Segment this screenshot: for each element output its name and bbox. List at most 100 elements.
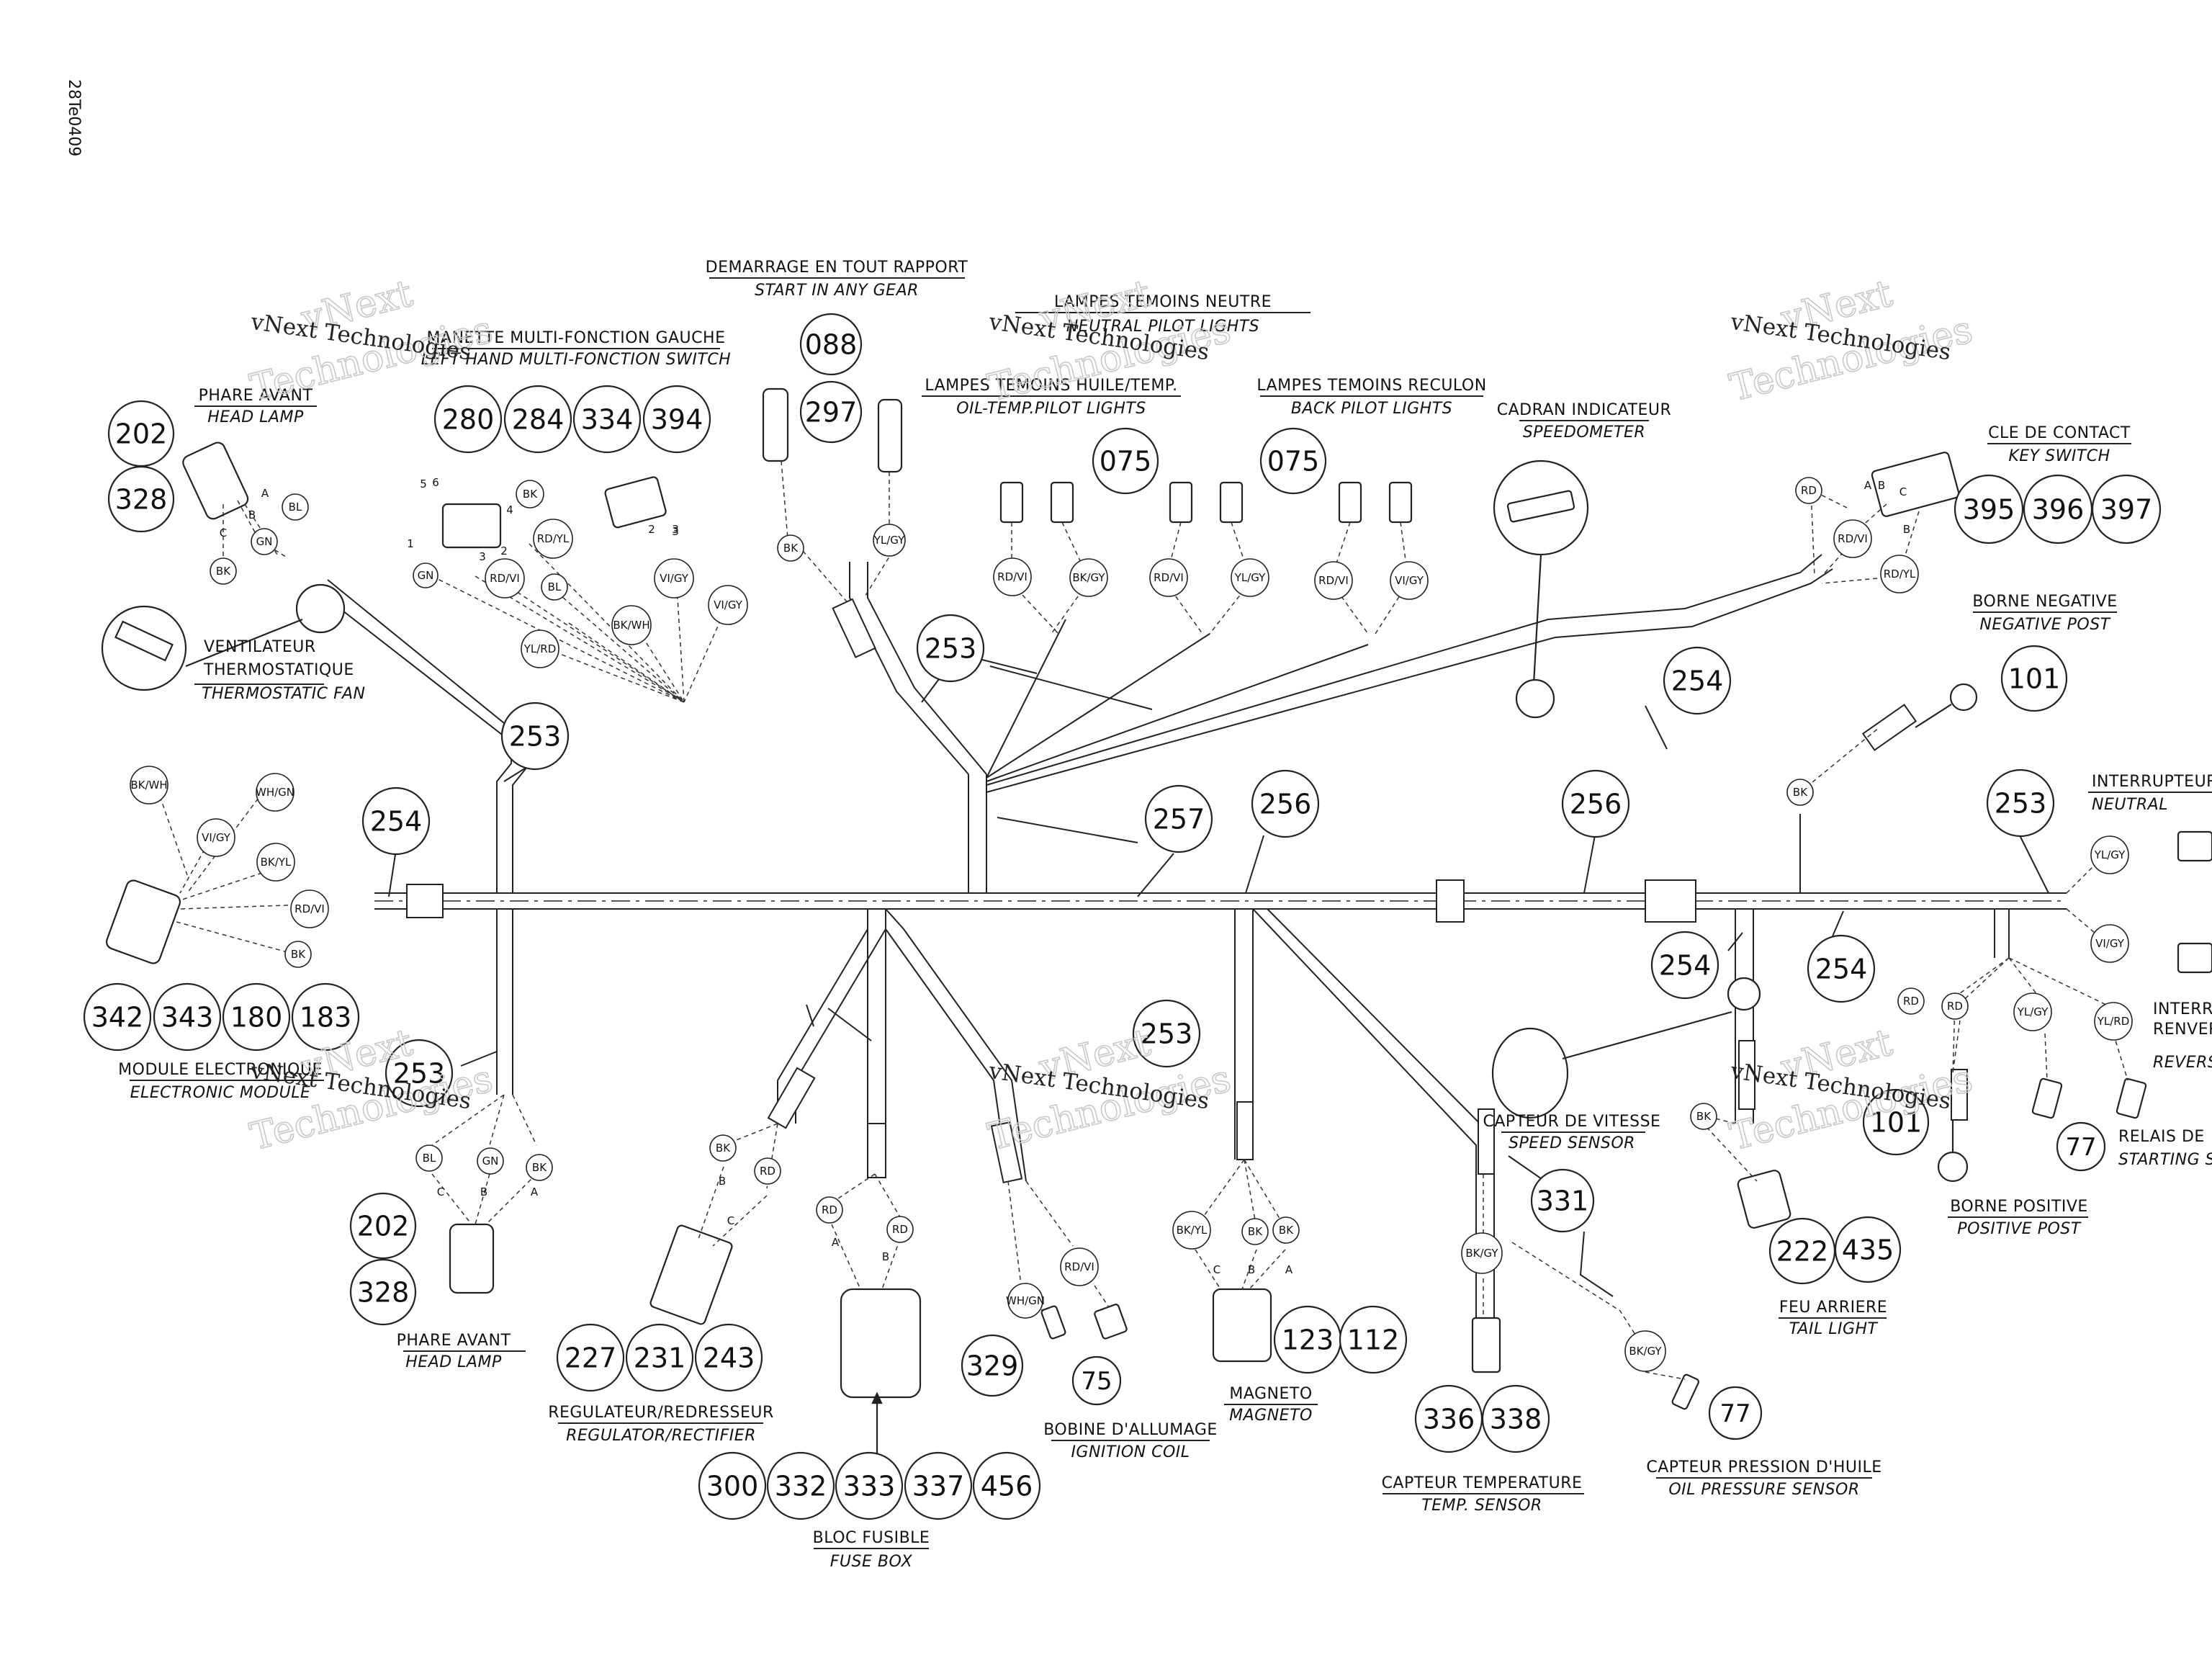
part-number-circle (799, 313, 863, 376)
part-number-circle (1954, 474, 2024, 544)
part-number: 101 (2000, 645, 2068, 712)
part-number-circle (1650, 931, 1719, 1000)
part-number-circle (572, 385, 642, 454)
wire-color-label: BK (1272, 1216, 1300, 1244)
pin-letter: B (719, 1175, 726, 1188)
part-number-text: 256 (1259, 789, 1312, 820)
part-number: 088 (799, 313, 863, 376)
part-number-circle (698, 1451, 767, 1520)
part-number-text: 329 (966, 1350, 1019, 1382)
part-number-text: 333 (843, 1471, 896, 1502)
wire-color-text: BK (1696, 1110, 1712, 1123)
part-number-text: 328 (115, 484, 168, 516)
wire-color-circle (256, 773, 295, 812)
wire-color-label: YL/RD (521, 629, 559, 668)
part-number: 342 (83, 982, 152, 1052)
component-label-fr: MANETTE MULTI-FONCTION GAUCHE (427, 329, 726, 347)
pin-letter: B (1878, 479, 1885, 492)
tail-light-connector (1737, 1170, 1791, 1229)
part-number-text: 254 (1659, 950, 1712, 982)
wire-color-label: RD/VI (1060, 1247, 1099, 1286)
part-number-text: 256 (1570, 789, 1622, 820)
wire-color-label: BK (210, 557, 237, 585)
wire-color-circle (1624, 1330, 1666, 1372)
wire-color-label: VI/GY (197, 818, 235, 857)
wire-color-circle (1880, 555, 1919, 593)
part-number-text: 253 (1995, 788, 2047, 820)
component-label-fr: CADRAN INDICATEUR (1497, 401, 1672, 419)
wire-color-circle (1241, 1218, 1269, 1245)
part-number-text: 180 (230, 1002, 283, 1034)
part-number-circle (972, 1451, 1041, 1520)
part-number: 328 (107, 465, 175, 533)
component-label-en: FUSE BOX (830, 1553, 913, 1571)
wire-color-text: RD/VI (490, 572, 520, 585)
wire-color-label: GN (413, 562, 439, 588)
component-label-en: NEGATIVE POST (1979, 616, 2110, 634)
part-number: 253 (916, 614, 985, 683)
wire-color-circle (413, 562, 439, 588)
wire-color-text: BK (716, 1142, 731, 1155)
wire-color-label: BK/WH (611, 605, 652, 645)
document-code: 28Te0409 (65, 79, 83, 156)
component-label-en: NEUTRAL (2092, 796, 2168, 814)
wire-color-text: VI/GY (714, 599, 743, 611)
wire-color-label: BK/YL (256, 843, 295, 882)
wire-color-label: RD (816, 1196, 843, 1224)
part-number-circle (694, 1323, 763, 1392)
wire-color-text: WH/GN (1006, 1294, 1045, 1307)
part-number: 328 (349, 1258, 417, 1326)
part-number-text: 075 (1267, 446, 1320, 478)
wire-color-circle (816, 1196, 843, 1224)
wire-color-text: BK (1248, 1225, 1263, 1238)
wire-color-text: RD/VI (1318, 574, 1349, 587)
part-number-text: 101 (2008, 663, 2061, 695)
wire-color-circle (1795, 477, 1822, 504)
part-number: 180 (222, 982, 291, 1052)
component-label-en: NEUTRAL PILOT LIGHTS (1066, 318, 1259, 336)
part-number: 338 (1481, 1384, 1550, 1453)
component-label-fr: REGULATEUR/REDRESSEUR (548, 1404, 774, 1422)
part-number-text: 435 (1842, 1234, 1894, 1266)
part-number-text: 284 (512, 404, 565, 436)
part-number-text: 112 (1347, 1324, 1400, 1356)
part-number-text: 253 (1141, 1018, 1193, 1050)
wire-color-circle (1007, 1283, 1043, 1319)
wire-color-circle (526, 1154, 553, 1181)
wire-color-circle (2013, 992, 2052, 1031)
wire-color-label: YL/GY (1231, 558, 1269, 597)
part-number: 297 (799, 380, 863, 444)
wire-color-label: RD/VI (1833, 519, 1872, 558)
component-label-fr: MAGNETO (1229, 1385, 1312, 1403)
part-number-text: 394 (651, 404, 703, 436)
wire-color-circle (282, 493, 309, 521)
wire-color-label: VI/GY (654, 558, 694, 599)
component-label-fr: PHARE AVANT (397, 1332, 511, 1350)
part-number-circle (153, 982, 222, 1052)
part-number-circle (1708, 1386, 1763, 1440)
wire-color-label: VI/GY (708, 585, 748, 625)
component-label-fr: FEU ARRIERE (1779, 1299, 1887, 1317)
wire-color-label: BK (1786, 779, 1814, 806)
part-number-text: 456 (981, 1471, 1033, 1502)
wire-color-label: YL/GY (2090, 835, 2129, 874)
component-label-en: BACK PILOT LIGHTS (1291, 400, 1452, 418)
wire-color-label: RD (886, 1216, 914, 1243)
wire-color-text: BK (783, 542, 799, 555)
part-number-circle (500, 701, 570, 771)
part-number: 202 (349, 1192, 417, 1260)
wire-color-label: GN (477, 1147, 504, 1175)
wire-color-text: RD/YL (1884, 568, 1916, 581)
wire-color-circle (1390, 561, 1429, 600)
part-number-circle (1862, 1088, 1930, 1156)
part-number-text: 231 (634, 1342, 686, 1374)
wire-color-text: BL (548, 581, 562, 593)
part-number: 334 (572, 385, 642, 454)
component-label-fr: CAPTEUR DE VITESSE (1483, 1113, 1661, 1131)
part-number-text: 395 (1963, 494, 2015, 526)
part-number-text: 257 (1153, 804, 1205, 835)
head-lamp-bottom-connector (449, 1223, 495, 1294)
wire-color-text: BK/GY (1629, 1345, 1662, 1358)
wire-color-label: BL (415, 1144, 443, 1172)
